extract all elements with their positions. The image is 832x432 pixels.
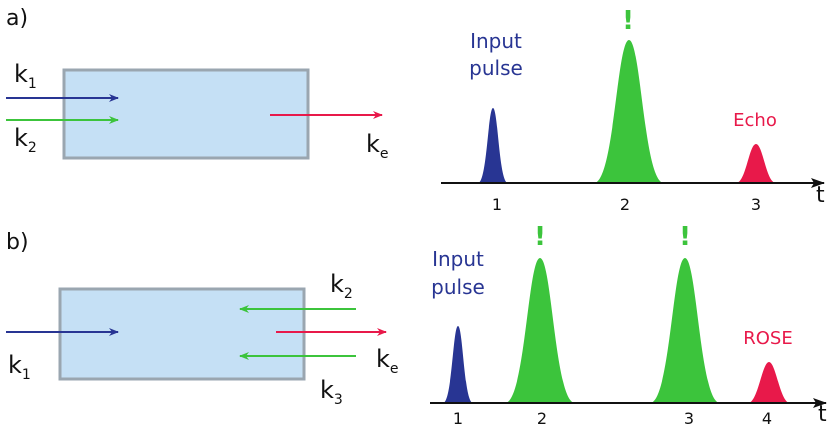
panel-a: a) k1 k2 ke t 1 2 3 Input pulse ! Echo <box>6 6 825 214</box>
wavevector-k2-label: k2 <box>14 124 37 156</box>
time-axis-b-label: t <box>818 402 827 427</box>
pulse-pi-rephasing <box>594 40 664 183</box>
input-pulse-label-line1: Input <box>432 247 484 271</box>
rose-label: ROSE <box>743 328 792 349</box>
wavevector-k2-label: k2 <box>330 270 353 302</box>
crystal-b <box>58 287 306 381</box>
wavevector-k3-label: k3 <box>320 376 343 408</box>
pulse-pi-rephasing-2 <box>650 258 720 403</box>
crystal-a <box>62 68 310 160</box>
tick-label-a-1: 1 <box>492 195 502 214</box>
rephasing-marker: ! <box>622 6 634 36</box>
panel-b-label: b) <box>6 230 29 255</box>
input-pulse-label-line2: pulse <box>469 56 523 80</box>
wavevector-ke-label: ke <box>366 130 389 162</box>
tick-label-b-1: 1 <box>453 409 463 428</box>
tick-label-a-2: 2 <box>620 195 630 214</box>
time-axis-a-label: t <box>816 183 825 208</box>
wavevector-k1-label: k1 <box>14 60 37 92</box>
tick-label-b-2: 2 <box>537 409 547 428</box>
pulse-rose-echo <box>748 362 790 403</box>
pulse-pi-rephasing-1 <box>505 258 575 403</box>
pulse-input <box>443 326 473 403</box>
pulse-echo <box>736 144 776 183</box>
pulse-input <box>478 108 508 183</box>
wavevector-ke-label: ke <box>376 345 399 377</box>
tick-label-b-4: 4 <box>762 409 772 428</box>
tick-label-a-3: 3 <box>751 195 761 214</box>
rephasing-marker-1: ! <box>534 222 546 252</box>
tick-label-b-3: 3 <box>684 409 694 428</box>
panel-a-label: a) <box>6 6 28 31</box>
rephasing-marker-2: ! <box>679 222 691 252</box>
input-pulse-label-line1: Input <box>470 29 522 53</box>
wavevector-k1-label: k1 <box>8 351 31 383</box>
input-pulse-label-line2: pulse <box>431 275 485 299</box>
panel-b: b) k1 k2 ke k3 t 1 2 3 4 Input pulse ! !… <box>6 222 827 428</box>
echo-label: Echo <box>733 110 777 131</box>
